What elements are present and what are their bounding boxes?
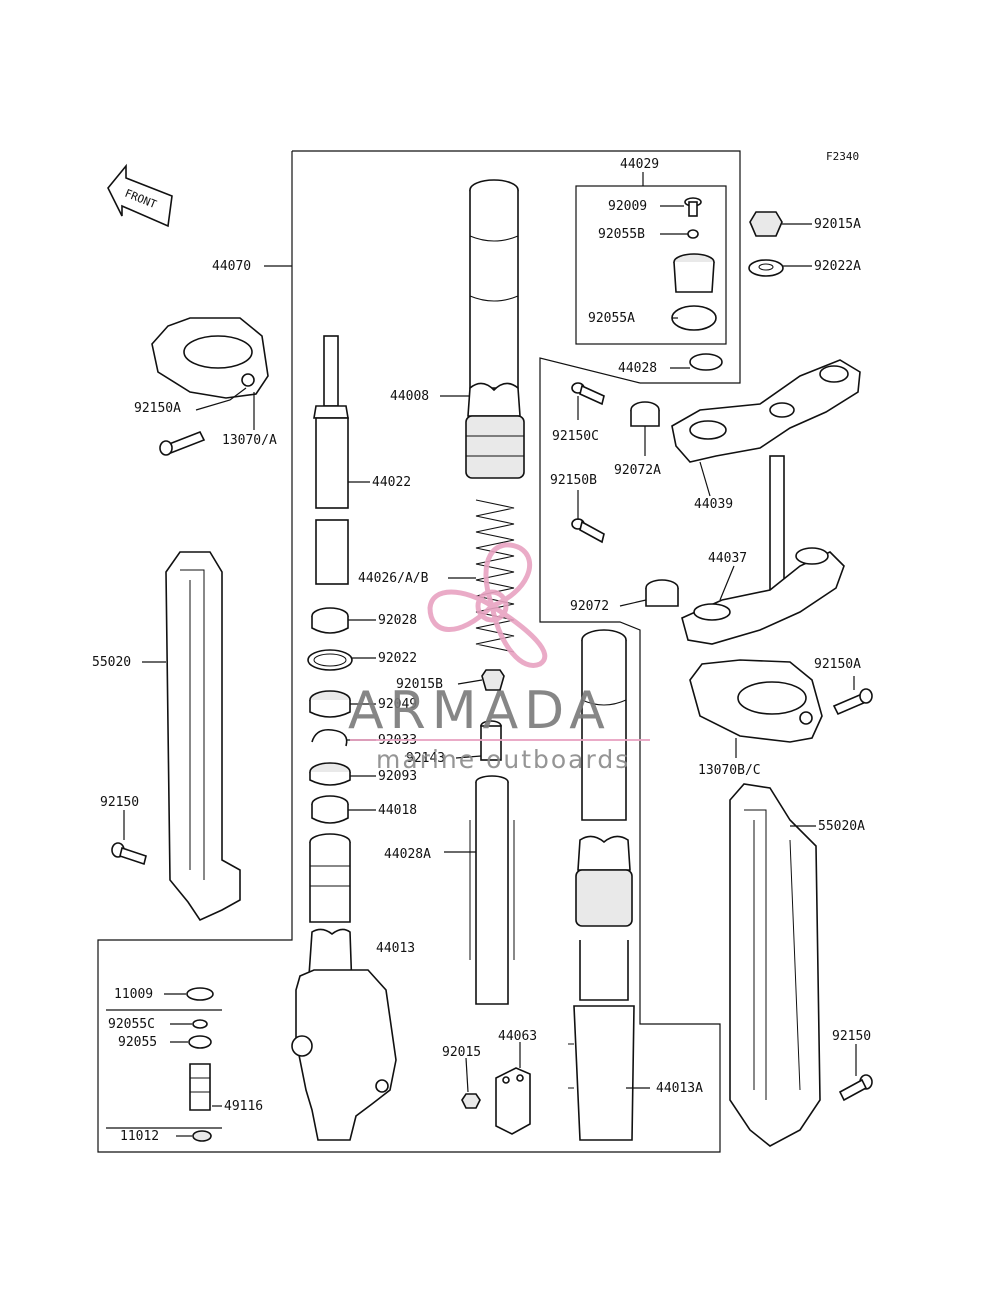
label-13070A: 13070/A xyxy=(222,433,277,448)
label-92028: 92028 xyxy=(378,613,417,628)
propeller-logo-icon xyxy=(427,542,548,668)
front-arrow-icon: FRONT xyxy=(107,163,173,228)
label-92015: 92015 xyxy=(442,1045,481,1060)
label-44013A: 44013A xyxy=(656,1081,703,1096)
label-92022: 92022 xyxy=(378,651,417,666)
clamp-13070BC xyxy=(689,659,873,743)
label-92009: 92009 xyxy=(608,199,647,214)
label-44039: 44039 xyxy=(694,497,733,512)
steering-stem-44037 xyxy=(571,455,845,645)
part-labels: 44029 92009 92055B 92055A 44028 92015A 9… xyxy=(92,157,871,1144)
label-92150A-left: 92150A xyxy=(134,401,181,416)
label-44013: 44013 xyxy=(376,941,415,956)
label-92143: 92143 xyxy=(406,751,445,766)
label-92055C: 92055C xyxy=(108,1017,155,1032)
drawing-code: F2340 xyxy=(826,150,859,163)
seal-stack xyxy=(307,607,353,824)
label-92015A: 92015A xyxy=(814,217,861,232)
label-44070: 44070 xyxy=(212,259,251,274)
label-92072A: 92072A xyxy=(614,463,661,478)
nut-washer-upper xyxy=(748,211,784,277)
label-44063: 44063 xyxy=(498,1029,537,1044)
top-bracket-44039 xyxy=(671,359,861,463)
label-55020A: 55020A xyxy=(818,819,865,834)
damper-rod-44022 xyxy=(313,335,349,585)
watermark-brand: ARMADA xyxy=(348,681,611,741)
label-92072: 92072 xyxy=(570,599,609,614)
label-92150A-right: 92150A xyxy=(814,657,861,672)
inner-tube-44013 xyxy=(291,833,397,1141)
label-44028: 44028 xyxy=(618,361,657,376)
label-44022: 44022 xyxy=(372,475,411,490)
leader-lines xyxy=(123,172,857,1137)
label-92022A: 92022A xyxy=(814,259,861,274)
cap-kit-parts xyxy=(671,197,723,371)
adjuster-parts xyxy=(186,987,214,1142)
label-44008: 44008 xyxy=(390,389,429,404)
label-44037: 44037 xyxy=(708,551,747,566)
label-92150C: 92150C xyxy=(552,429,599,444)
label-92150-right: 92150 xyxy=(832,1029,871,1044)
watermark: ARMADA marine outboards xyxy=(348,542,650,774)
label-92055A: 92055A xyxy=(588,311,635,326)
label-11012: 11012 xyxy=(120,1129,159,1144)
label-92049: 92049 xyxy=(378,697,417,712)
label-55020: 55020 xyxy=(92,655,131,670)
outer-tube-44013A xyxy=(568,629,635,1141)
frame-lines xyxy=(97,150,741,1153)
label-92150-left: 92150 xyxy=(100,795,139,810)
label-49116: 49116 xyxy=(224,1099,263,1114)
label-44026AB: 44026/A/B xyxy=(358,571,429,586)
fork-guard-55020 xyxy=(111,551,241,922)
label-44029: 44029 xyxy=(620,157,659,172)
watermark-tagline: marine outboards xyxy=(376,745,630,774)
label-92015B: 92015B xyxy=(396,677,443,692)
axle-clamp-44063 xyxy=(461,1067,531,1135)
label-92093: 92093 xyxy=(378,769,417,784)
label-44018: 44018 xyxy=(378,803,417,818)
label-13070BC: 13070B/C xyxy=(698,763,761,778)
clamp-13070A xyxy=(151,317,269,456)
cap-kit-box xyxy=(575,185,727,345)
label-11009: 11009 xyxy=(114,987,153,1002)
outer-tube-44008 xyxy=(465,179,525,479)
fork-guard-55020A xyxy=(729,783,873,1147)
label-92150B: 92150B xyxy=(550,473,597,488)
nut-collar xyxy=(480,669,505,761)
label-92055B: 92055B xyxy=(598,227,645,242)
label-44028A: 44028A xyxy=(384,847,431,862)
label-92055: 92055 xyxy=(118,1035,157,1050)
cylinder-44028A xyxy=(469,775,515,1005)
bolt-92150C xyxy=(571,382,660,427)
fork-spring-44026 xyxy=(475,499,515,653)
